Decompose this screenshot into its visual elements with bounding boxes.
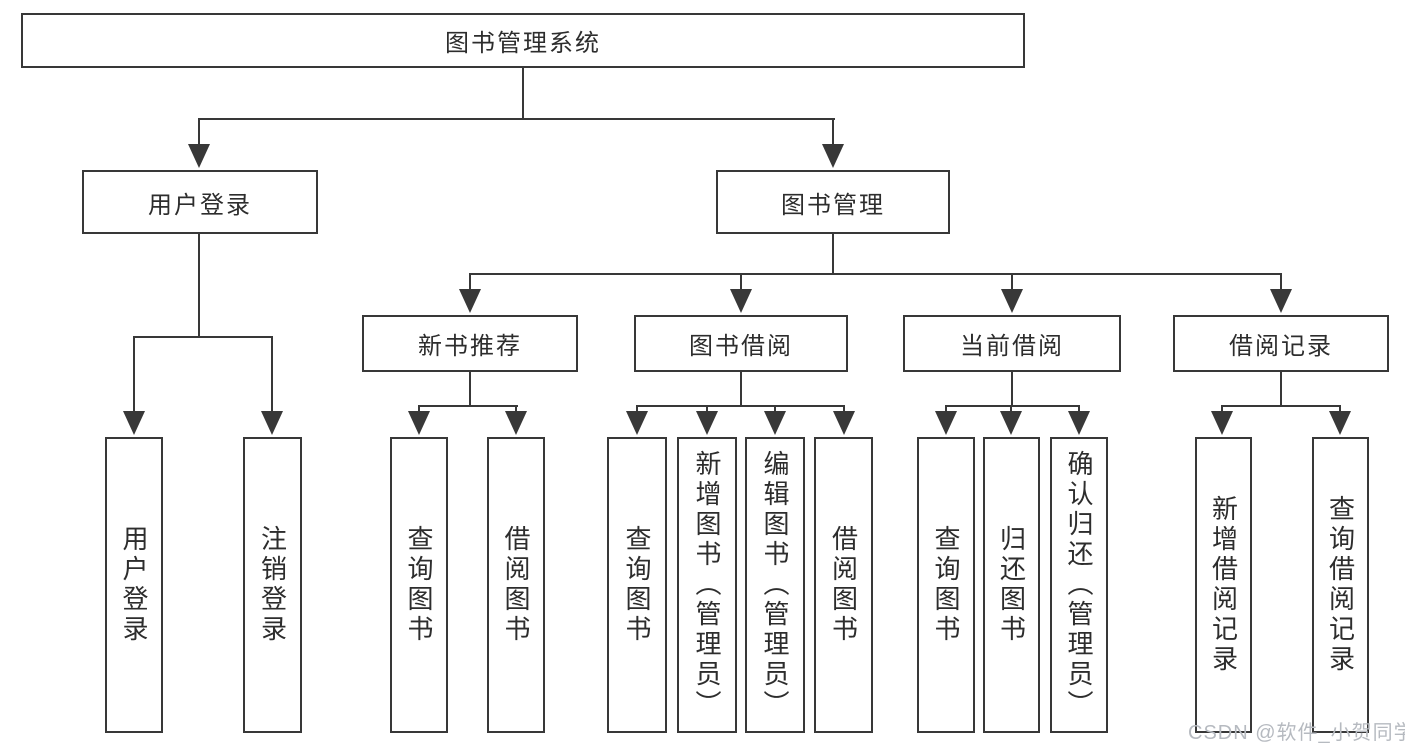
- leaf-borrow-books-recommend: 借阅图书: [487, 437, 545, 733]
- connector-drop: [945, 405, 947, 413]
- arrowhead-icon: [935, 411, 957, 435]
- connector-drop: [740, 273, 742, 289]
- node-user-login: 用户登录: [82, 170, 318, 234]
- node-new-book-recommendation: 新书推荐: [362, 315, 578, 372]
- node-label: 借阅记录: [1229, 333, 1333, 360]
- node-book-management: 图书管理: [716, 170, 950, 234]
- connector-root-stem: [522, 68, 524, 118]
- connector-rail: [1221, 405, 1341, 407]
- connector-drop: [271, 336, 273, 411]
- connector-rail: [945, 405, 1080, 407]
- connector-drop: [636, 405, 638, 413]
- connector-drop: [469, 273, 471, 289]
- connector-stem: [1280, 372, 1282, 407]
- arrowhead-icon: [459, 289, 481, 313]
- node-label: 查询图书: [622, 525, 652, 645]
- node-label: 编辑图书（管理员）: [760, 450, 790, 720]
- arrowhead-icon: [1329, 411, 1351, 435]
- leaf-logout: 注销登录: [243, 437, 302, 733]
- arrowhead-icon: [730, 289, 752, 313]
- leaf-return-books: 归还图书: [983, 437, 1040, 733]
- connector-drop: [774, 405, 776, 413]
- connector-drop: [515, 405, 517, 413]
- node-label: 查询借阅记录: [1325, 495, 1356, 675]
- arrowhead-icon: [764, 411, 786, 435]
- leaf-confirm-return-admin: 确认归还（管理员）: [1050, 437, 1108, 733]
- connector-drop: [1280, 273, 1282, 289]
- arrowhead-icon: [1270, 289, 1292, 313]
- arrowhead-icon: [408, 411, 430, 435]
- connector-stem: [740, 372, 742, 407]
- node-label: 查询图书: [931, 525, 961, 645]
- node-label: 借阅图书: [828, 525, 859, 645]
- connector-user-login-rail: [133, 336, 273, 338]
- node-label: 新增借阅记录: [1208, 495, 1239, 675]
- connector-level3-rail: [469, 273, 1282, 275]
- connector-drop: [706, 405, 708, 413]
- connector-drop: [843, 405, 845, 413]
- leaf-query-books-current: 查询图书: [917, 437, 975, 733]
- csdn-watermark: CSDN @软件_小贺同学: [1188, 722, 1405, 744]
- node-label: 新增图书（管理员）: [692, 450, 722, 720]
- node-label: 图书管理: [781, 191, 885, 219]
- arrowhead-icon: [188, 144, 210, 168]
- connector-drop: [1010, 405, 1012, 413]
- node-label: 查询图书: [404, 525, 434, 645]
- node-label: 用户登录: [148, 191, 252, 219]
- node-label: 图书借阅: [689, 333, 793, 360]
- node-library-management-system: 图书管理系统: [21, 13, 1025, 68]
- connector-book-mgmt-drop: [832, 118, 834, 146]
- connector-book-mgmt-stem: [832, 234, 834, 273]
- node-label: 借阅图书: [501, 525, 531, 645]
- node-current-borrowing: 当前借阅: [903, 315, 1121, 372]
- connector-drop: [1339, 405, 1341, 413]
- connector-user-login-drop: [198, 118, 200, 146]
- connector-drop: [1078, 405, 1080, 413]
- arrowhead-icon: [696, 411, 718, 435]
- leaf-add-borrow-record: 新增借阅记录: [1195, 437, 1252, 733]
- node-label: 新书推荐: [418, 333, 522, 360]
- connector-drop: [418, 405, 420, 413]
- arrowhead-icon: [1211, 411, 1233, 435]
- leaf-add-books-admin: 新增图书（管理员）: [677, 437, 737, 733]
- connector-rail: [418, 405, 518, 407]
- leaf-query-borrow-record: 查询借阅记录: [1312, 437, 1369, 733]
- node-borrowing-records: 借阅记录: [1173, 315, 1389, 372]
- arrowhead-icon: [123, 411, 145, 435]
- node-label: 用户登录: [119, 525, 149, 645]
- node-label: 注销登录: [257, 525, 288, 645]
- arrowhead-icon: [822, 144, 844, 168]
- connector-drop: [1011, 273, 1013, 289]
- leaf-borrow-books: 借阅图书: [814, 437, 873, 733]
- node-label: 当前借阅: [960, 333, 1064, 360]
- arrowhead-icon: [1000, 411, 1022, 435]
- leaf-user-login: 用户登录: [105, 437, 163, 733]
- connector-drop: [1221, 405, 1223, 413]
- node-label: 确认归还（管理员）: [1064, 450, 1094, 720]
- connector-stem: [469, 372, 471, 407]
- leaf-edit-books-admin: 编辑图书（管理员）: [745, 437, 805, 733]
- leaf-query-books-borrow: 查询图书: [607, 437, 667, 733]
- arrowhead-icon: [261, 411, 283, 435]
- connector-level2-rail: [198, 118, 835, 120]
- leaf-query-books-recommend: 查询图书: [390, 437, 448, 733]
- node-book-borrowing: 图书借阅: [634, 315, 848, 372]
- connector-stem: [1011, 372, 1013, 407]
- node-label: 图书管理系统: [445, 30, 601, 57]
- arrowhead-icon: [626, 411, 648, 435]
- arrowhead-icon: [1001, 289, 1023, 313]
- connector-drop: [133, 336, 135, 411]
- connector-rail: [636, 405, 845, 407]
- arrowhead-icon: [1068, 411, 1090, 435]
- connector-user-login-stem: [198, 234, 200, 336]
- arrowhead-icon: [833, 411, 855, 435]
- arrowhead-icon: [505, 411, 527, 435]
- node-label: 归还图书: [996, 525, 1027, 645]
